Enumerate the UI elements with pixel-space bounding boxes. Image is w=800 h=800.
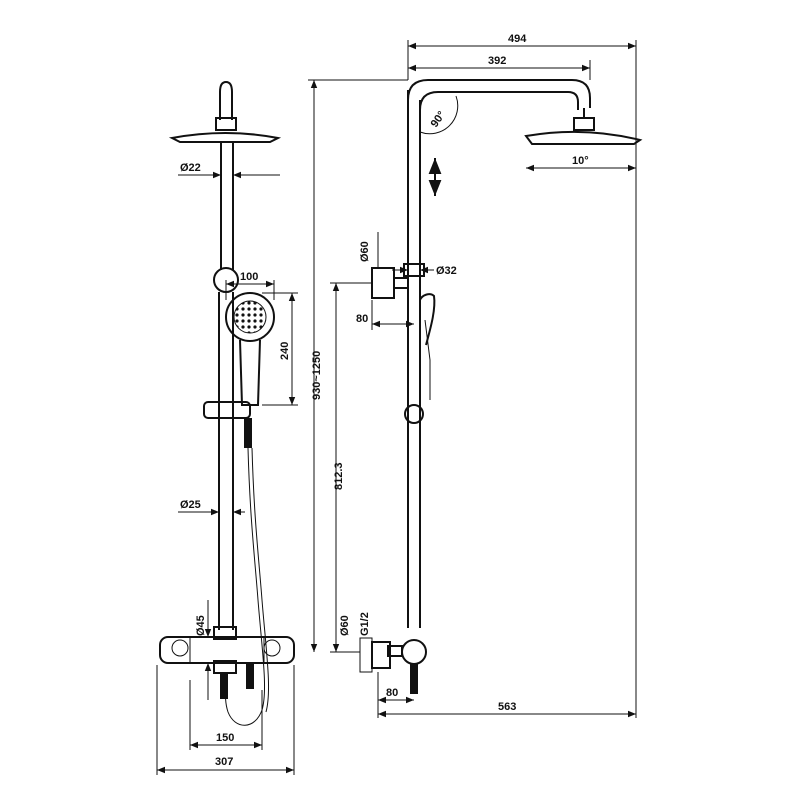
- dim-bracket-offset: 80: [356, 313, 368, 325]
- mixer-riser-joint: [213, 626, 237, 640]
- dim-hand-length: 240: [279, 342, 291, 360]
- inlet-right: [246, 663, 254, 689]
- dim-riser-height: 812.3: [333, 462, 345, 490]
- side-shower-head: [524, 130, 643, 145]
- dim-mixer-width: 307: [215, 756, 233, 768]
- hose-connector: [244, 418, 252, 448]
- dim-bottom-offset: 80: [386, 687, 398, 699]
- front-shower-head: [168, 132, 282, 143]
- side-view: [359, 79, 643, 694]
- dim-arm-length: 392: [488, 55, 506, 67]
- front-view: [159, 80, 295, 726]
- dim-total-depth: 563: [498, 701, 516, 713]
- slider-holder: [203, 401, 251, 419]
- hand-shower-handle: [239, 339, 261, 406]
- front-dimensions: Ø22 100 240 Ø25 Ø45 150 307: [156, 162, 298, 775]
- hose: [225, 447, 266, 726]
- dim-hand-width: 100: [240, 271, 258, 283]
- dim-riser-lower: Ø25: [180, 499, 201, 511]
- top-arm-stub: [219, 80, 233, 120]
- side-mixer-body: [401, 639, 427, 665]
- dim-thread: G1/2: [359, 612, 371, 636]
- side-dimensions: 494 392 90° 10° 930~1250 Ø60 Ø32 80 812.…: [308, 33, 637, 718]
- dim-total-width: 494: [508, 33, 527, 45]
- upper-wall-bracket: [371, 267, 395, 299]
- dim-inlet-spacing: 150: [216, 732, 234, 744]
- dim-flange-dia: Ø60: [339, 615, 351, 636]
- dim-valve: Ø45: [195, 615, 207, 636]
- side-slider: [404, 404, 424, 424]
- dim-pipe-side: Ø32: [436, 265, 457, 277]
- dim-arm-angle: 90°: [429, 109, 448, 130]
- hand-shower-head: [225, 292, 275, 342]
- head-connector: [215, 117, 237, 131]
- dim-height-range: 930~1250: [311, 351, 323, 400]
- side-inlet: [410, 664, 418, 694]
- side-head-connector: [573, 117, 595, 131]
- dim-head-tilt: 10°: [572, 155, 589, 167]
- inlet-left: [220, 673, 228, 699]
- side-hand-shower: [419, 293, 436, 346]
- dim-bracket-dia: Ø60: [359, 241, 371, 262]
- dim-pipe-top: Ø22: [180, 162, 201, 174]
- thermostatic-mixer: [159, 636, 295, 664]
